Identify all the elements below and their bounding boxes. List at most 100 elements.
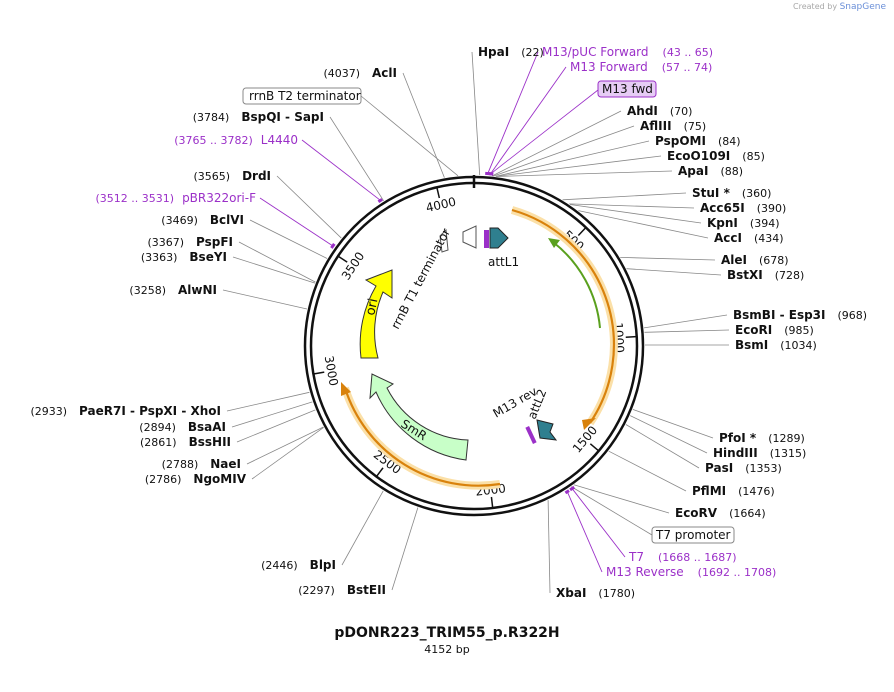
site-name: AhdI	[627, 104, 658, 118]
site-name: HindIII	[713, 446, 758, 460]
site-leader-lines	[222, 51, 730, 594]
site-position: (728)	[775, 269, 805, 282]
primer-name: M13/pUC Forward	[542, 45, 649, 59]
primer-label: M13 Forward(57 .. 74)	[570, 60, 712, 74]
primer-label: M13/pUC Forward(43 .. 65)	[542, 45, 713, 59]
site-leader-line	[236, 409, 316, 443]
attl2-feature	[536, 419, 558, 441]
restriction-site-label: BstXI (728)	[727, 268, 804, 282]
site-position: (2297)	[298, 584, 335, 597]
site-name: AleI	[721, 253, 747, 267]
site-name: PfoI *	[719, 431, 757, 445]
restriction-site-label: ApaI(88)	[678, 164, 743, 178]
restriction-site-label: AhdI(70)	[627, 104, 692, 118]
site-position: (968)	[837, 309, 867, 322]
primer-label: (3765 .. 3782) L4440	[174, 133, 298, 147]
primer-label: (3512 .. 3531)pBR322ori-F	[96, 191, 257, 205]
site-name: BstEII	[347, 583, 386, 597]
site-leader-line	[495, 140, 650, 177]
site-leader-line	[547, 500, 551, 594]
primer-binding-mark	[564, 489, 570, 495]
site-position: (1476)	[738, 485, 775, 498]
primer-range: (57 .. 74)	[662, 61, 713, 74]
site-position: (1289)	[768, 432, 805, 445]
site-leader-line	[491, 110, 622, 177]
restriction-site-label: PspOMI(84)	[655, 134, 741, 148]
scale-tick-label: 4000	[424, 195, 457, 216]
site-position: (3258)	[129, 284, 166, 297]
restriction-site-label: AflIII(75)	[640, 119, 706, 133]
rrnb-t1-arrow	[462, 225, 477, 249]
site-name: BstXI	[727, 268, 763, 282]
site-name: EcoO109I	[667, 149, 730, 163]
site-name: DrdI	[242, 169, 271, 183]
site-position: (390)	[757, 202, 787, 215]
restriction-site-label: EcoRV(1664)	[675, 506, 766, 520]
site-leader-line	[578, 210, 709, 239]
primer-binding-mark	[377, 198, 383, 204]
site-name: PaeR7I - PspXI - XhoI	[79, 404, 221, 418]
site-position: (2786)	[145, 473, 182, 486]
site-position: (434)	[754, 232, 784, 245]
restriction-site-label: PasI(1353)	[705, 461, 782, 475]
snapgene-logo: SnapGene	[839, 2, 886, 12]
site-position: (3363)	[141, 251, 178, 264]
restriction-site-label: (3784)BspQI - SapI	[193, 110, 324, 124]
restriction-site-label: Acc65I(390)	[700, 201, 786, 215]
rrnb-t2-arrow	[439, 228, 449, 253]
site-leader-line	[341, 490, 384, 566]
primer-leader-line	[567, 492, 603, 573]
restriction-site-label: (2788)NaeI	[162, 457, 241, 471]
site-position: (3565)	[193, 170, 230, 183]
primer-leader-line	[490, 66, 567, 174]
site-name: AclI	[372, 66, 397, 80]
scale-tick	[625, 335, 637, 339]
restriction-site-label: (4037)AclI	[323, 66, 397, 80]
site-labels: HpaI(22)(4037)AclI(3784)BspQI - SapI(356…	[30, 45, 867, 600]
restriction-site-label: KpnI (394)	[707, 216, 780, 230]
site-leader-line	[569, 203, 695, 209]
site-position: (2446)	[261, 559, 298, 572]
restriction-site-label: (3363)BseYI	[141, 250, 227, 264]
m13-fwd-box	[597, 80, 657, 98]
primer-leader-line	[572, 489, 626, 558]
primer-name: L4440	[261, 133, 298, 147]
restriction-site-label: PfoI * (1289)	[719, 431, 805, 445]
restriction-site-label: StuI *(360)	[692, 186, 771, 200]
site-leader-line	[495, 155, 662, 177]
site-name: BsaAI	[188, 420, 226, 434]
scale-tick	[375, 467, 384, 478]
primer-leader-line	[259, 197, 333, 246]
site-leader-line	[402, 72, 445, 178]
green-feature-arc	[552, 241, 601, 329]
site-name: KpnI	[707, 216, 738, 230]
site-leader-line	[222, 289, 308, 310]
site-leader-line	[630, 415, 708, 454]
site-position: (394)	[750, 217, 780, 230]
primer-range: (3765 .. 3782)	[174, 134, 253, 147]
site-name: XbaI	[556, 586, 586, 600]
site-leader-line	[569, 204, 702, 224]
site-name: BlpI	[310, 558, 336, 572]
primer-label: T7(1668 .. 1687)	[628, 550, 737, 564]
site-leader-line	[626, 268, 722, 276]
primer-name: M13 Reverse	[606, 565, 684, 579]
primer-binding-mark	[330, 243, 336, 249]
site-position: (2788)	[162, 458, 199, 471]
site-name: BclVI	[210, 213, 244, 227]
restriction-site-label: EcoRI(985)	[735, 323, 814, 337]
site-position: (22)	[521, 46, 544, 59]
site-leader-line	[620, 257, 716, 261]
restriction-site-label: (3258)AlwNI	[129, 283, 217, 297]
site-position: (2933)	[30, 405, 67, 418]
site-leader-line	[643, 314, 728, 329]
restriction-site-label: HindIII(1315)	[713, 446, 806, 460]
site-position: (1780)	[598, 587, 635, 600]
site-position: (360)	[742, 187, 772, 200]
attl1-feature	[489, 227, 509, 249]
site-position: (2894)	[139, 421, 176, 434]
scale-tick-label: 3500	[339, 249, 368, 282]
orf-arc-2	[343, 387, 501, 487]
site-name: AflIII	[640, 119, 672, 133]
restriction-site-label: (2861)BssHII	[140, 435, 231, 449]
